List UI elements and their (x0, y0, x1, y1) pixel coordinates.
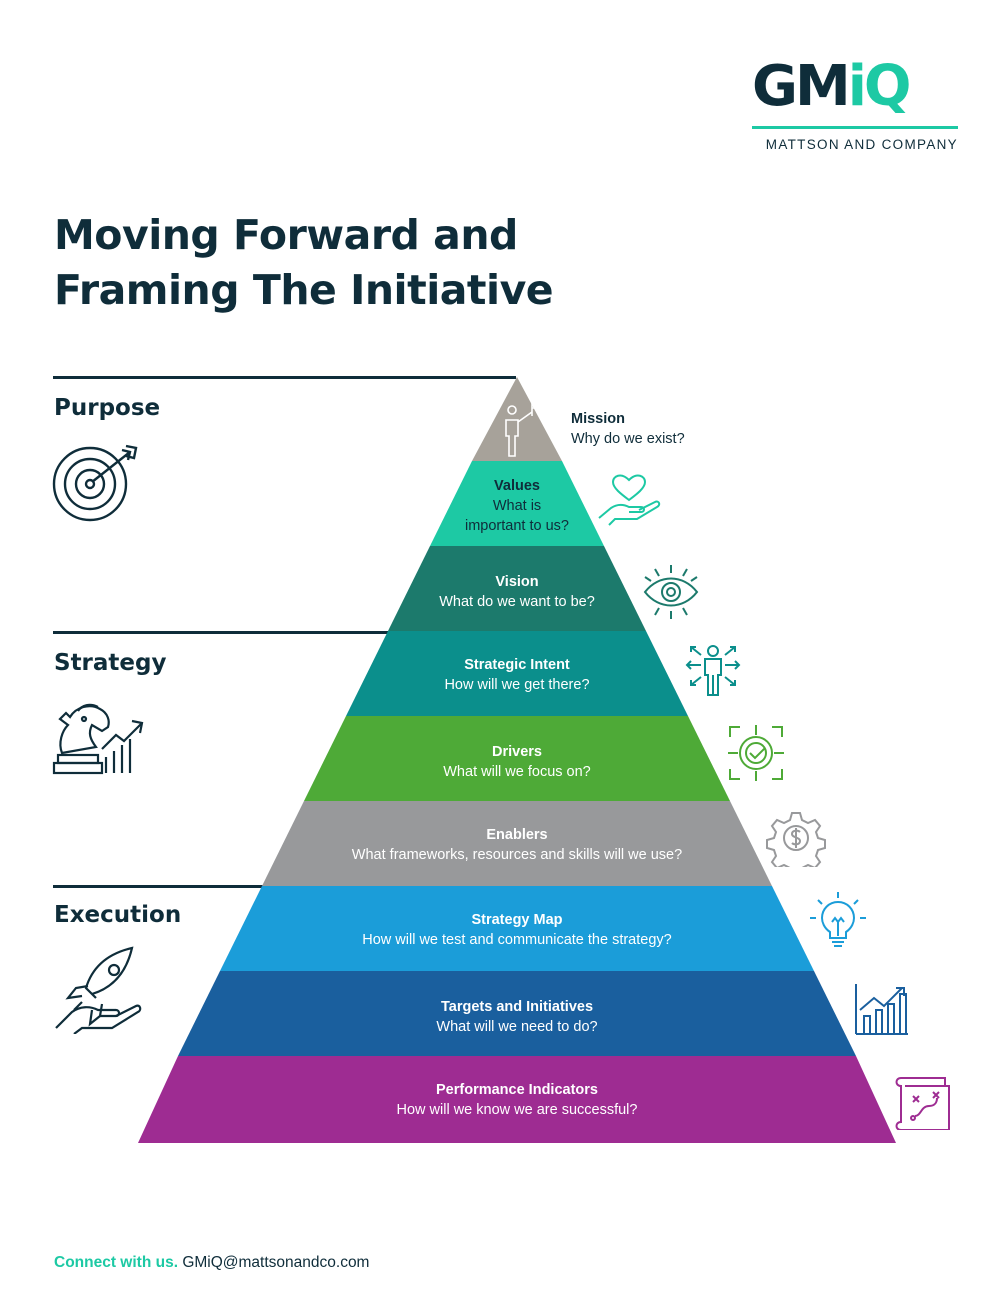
strategy-map-question: How will we test and communicate the str… (362, 932, 672, 948)
chess-knight-growth-icon (52, 703, 144, 775)
target-icon (52, 444, 138, 522)
layer-values (430, 461, 604, 546)
targets-question: What will we need to do? (436, 1019, 598, 1035)
gear-dollar-icon (766, 812, 826, 867)
logo-rule (752, 126, 958, 129)
footer-cta: Connect with us. (54, 1254, 178, 1271)
layer-targets (178, 971, 856, 1056)
page-title: Moving Forward and Framing The Initiativ… (54, 208, 554, 318)
targets-label: Targets and Initiatives What will we nee… (317, 997, 717, 1037)
heart-hand-icon (598, 474, 661, 526)
layer-strategic-intent (346, 631, 688, 716)
performance-name: Performance Indicators (436, 1082, 598, 1098)
section-purpose: Purpose (54, 395, 161, 421)
enablers-label: Enablers What frameworks, resources and … (297, 825, 737, 865)
layer-drivers (304, 716, 730, 801)
layer-mission (472, 377, 562, 461)
execution-rule (53, 885, 263, 888)
drivers-question: What will we focus on? (443, 764, 591, 780)
layer-enablers (262, 801, 772, 886)
section-strategy: Strategy (54, 650, 167, 676)
company-logo: GMiQ MATTSON AND COMPANY (752, 52, 958, 152)
lightbulb-icon (810, 892, 866, 947)
target-check-icon (728, 725, 784, 781)
layer-vision (388, 546, 646, 631)
layer-strategy-map (220, 886, 814, 971)
targets-name: Targets and Initiatives (440, 999, 594, 1015)
footer-email[interactable]: GMiQ@mattsonandco.com (182, 1254, 370, 1271)
vision-label: Vision What do we want to be? (367, 572, 667, 612)
enablers-name: Enablers (486, 827, 548, 843)
values-question-2: important to us? (465, 518, 569, 534)
enablers-question: What frameworks, resources and skills wi… (351, 847, 683, 863)
vision-question: What do we want to be? (439, 594, 595, 610)
drivers-label: Drivers What will we focus on? (367, 742, 667, 782)
person-arrows-icon (685, 645, 741, 696)
strategy-map-label: Strategy Map How will we test and commun… (297, 910, 737, 950)
drivers-name: Drivers (492, 744, 542, 760)
values-label: Values What is important to us? (417, 476, 617, 536)
mission-label: Mission Why do we exist? (571, 409, 685, 449)
company-name: MATTSON AND COMPANY (765, 137, 958, 152)
title-line-2: Framing The Initiative (54, 266, 554, 314)
rocket-hand-icon (55, 946, 142, 1034)
section-execution: Execution (54, 902, 182, 928)
logo-iq: iQ (847, 54, 912, 119)
strategy-map-name: Strategy Map (471, 912, 563, 928)
logo-mark: GMiQ (752, 52, 958, 122)
title-line-1: Moving Forward and (54, 211, 518, 259)
values-name: Values (494, 478, 540, 494)
strategy-rule (53, 631, 390, 634)
logo-gm: GM (752, 54, 851, 119)
mission-name: Mission (571, 411, 625, 427)
strategic-intent-question: How will we get there? (444, 677, 590, 693)
purpose-rule (53, 376, 516, 379)
performance-question: How will we know we are successful? (396, 1102, 638, 1118)
strategic-intent-label: Strategic Intent How will we get there? (367, 655, 667, 695)
map-route-icon (895, 1077, 950, 1130)
vision-name: Vision (495, 574, 539, 590)
footer: Connect with us. GMiQ@mattsonandco.com (54, 1254, 369, 1272)
performance-label: Performance Indicators How will we know … (297, 1080, 737, 1120)
eye-icon (643, 565, 699, 619)
growth-chart-icon (855, 984, 908, 1035)
mission-question: Why do we exist? (571, 431, 685, 447)
mission-person-icon (505, 398, 544, 457)
strategic-intent-name: Strategic Intent (464, 657, 570, 673)
values-question-1: What is (492, 498, 542, 514)
layer-performance (138, 1056, 896, 1143)
